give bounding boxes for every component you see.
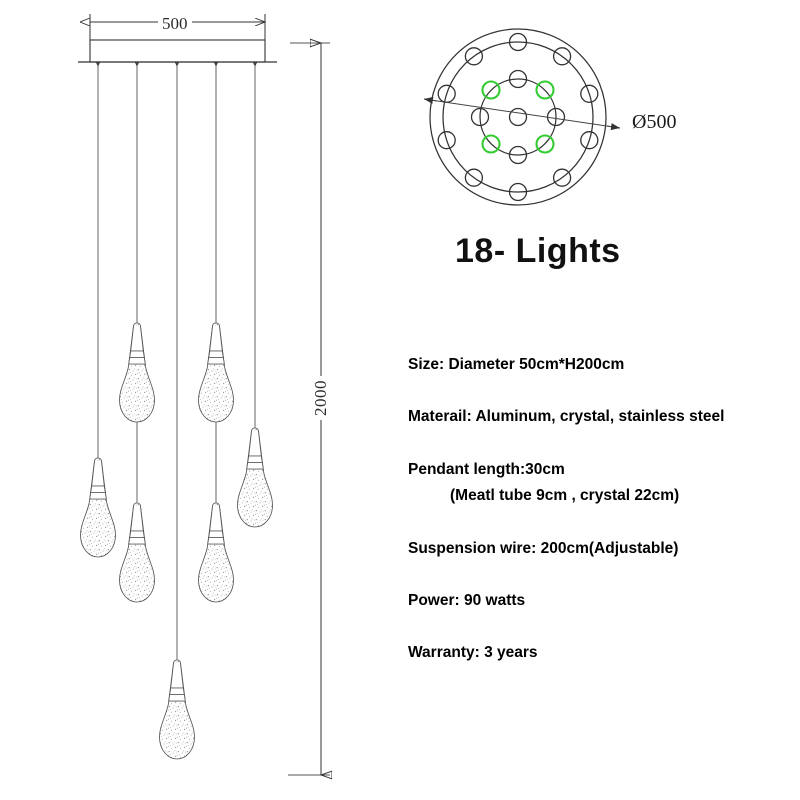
- plan-light-center: [508, 107, 528, 127]
- spec-warranty: Warranty: 3 years: [408, 644, 538, 662]
- canopy-bar: [78, 39, 277, 63]
- plan-light-outer-8: [437, 131, 456, 150]
- canopy-body: [89, 39, 266, 63]
- dimension-label-plan-diameter: Ø500: [632, 111, 677, 133]
- plan-light-inner-s: [508, 145, 528, 165]
- specification-list: Size: Diameter 50cm*H200cm Materail: Alu…: [408, 355, 798, 696]
- spec-size: Size: Diameter 50cm*H200cm: [408, 356, 625, 373]
- plan-view-diagram: [423, 28, 621, 206]
- plan-light-outer-5: [552, 168, 572, 187]
- dimension-label-canopy-width: 500: [158, 14, 192, 34]
- spec-suspension-wire: Suspension wire: 200cm(Adjustable): [408, 539, 679, 557]
- plan-light-outer-3: [580, 84, 599, 103]
- pendant-drop-5: [119, 502, 155, 603]
- diameter-arrow-left: [423, 96, 438, 104]
- plan-light-inner-n: [508, 69, 528, 89]
- pendant-drop-7: [159, 659, 195, 760]
- plan-outer-rim-circle: [429, 28, 607, 206]
- diameter-leader-line: [423, 98, 621, 129]
- spec-material: Materail: Aluminum, crystal, stainless s…: [408, 408, 725, 426]
- dimension-label-drop-height: 2000: [311, 376, 331, 420]
- plan-diameter-leader: [423, 96, 621, 131]
- plan-light-inner-nw: [481, 80, 501, 100]
- product-title: 18- Lights: [455, 232, 621, 270]
- pendant-drop-3: [198, 322, 234, 423]
- pendant-drop-6: [198, 502, 234, 603]
- plan-inner-lights-green: [481, 80, 555, 154]
- plan-light-inner-ne: [535, 80, 555, 100]
- plan-outer-lights: [437, 32, 599, 202]
- suspension-wires: [95, 62, 258, 660]
- plan-inner-track-circle: [479, 78, 557, 156]
- plan-light-outer-4: [580, 131, 599, 150]
- plan-light-inner-sw: [481, 134, 501, 154]
- plan-light-inner-se: [535, 134, 555, 154]
- spec-power: Power: 90 watts: [408, 591, 526, 609]
- pendant-drop-2: [119, 322, 155, 423]
- plan-light-outer-2: [552, 47, 572, 66]
- pendant-drop-4: [237, 427, 273, 528]
- pendant-drop-group: [80, 322, 273, 760]
- cascade-link-wires: [136, 422, 217, 503]
- plan-light-outer-7: [464, 168, 484, 187]
- plan-light-outer-10: [464, 47, 484, 66]
- spec-pendant-length: Pendant length:30cm: [408, 460, 565, 478]
- plan-light-outer-1: [508, 32, 528, 52]
- pendant-drop-1: [80, 457, 116, 558]
- plan-light-inner-w: [470, 107, 490, 127]
- diameter-arrow-right: [606, 123, 621, 131]
- plan-outer-track-circle: [442, 41, 594, 193]
- plan-light-outer-6: [508, 182, 528, 202]
- spec-pendant-breakdown: (Meatl tube 9cm , crystal 22cm): [450, 487, 680, 505]
